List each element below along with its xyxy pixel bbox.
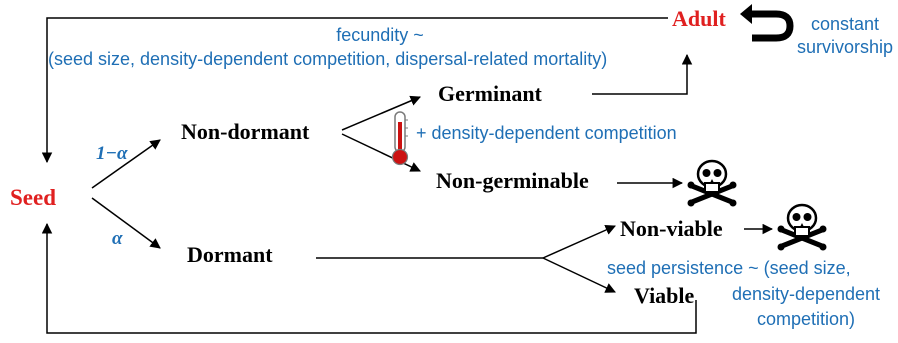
edge-split-to-nonviable <box>542 225 616 259</box>
edge-seed-to-dormant <box>91 197 161 249</box>
constant-label-line2: survivorship <box>796 37 894 57</box>
persistence-label-line1: seed persistence ~ (seed size, <box>607 258 851 278</box>
skull-crossbones-icon <box>687 159 737 207</box>
edge-germinant-to-adult <box>592 53 693 95</box>
edge-nondormant-to-germinant <box>341 95 421 131</box>
transition-label-alpha: α <box>112 228 123 249</box>
edge-viable-to-seed <box>41 222 697 334</box>
edge-split-to-viable <box>542 257 616 293</box>
node-non-viable: Non-viable <box>620 216 723 241</box>
node-non-germinable: Non-germinable <box>436 168 589 193</box>
transition-label-one-minus-alpha: 1−α <box>96 143 128 164</box>
edge-nondormant-to-nongerminable <box>341 133 421 172</box>
density-competition-label: + density-dependent competition <box>416 123 677 143</box>
node-non-dormant: Non-dormant <box>181 119 310 144</box>
thermometer-icon <box>391 111 409 166</box>
edge-seed-to-nondormant <box>91 139 161 189</box>
skull-crossbones-icon <box>777 203 827 251</box>
node-dormant: Dormant <box>187 242 273 267</box>
fecundity-label-line2: (seed size, density-dependent competitio… <box>48 49 608 69</box>
node-germinant: Germinant <box>438 81 542 106</box>
persistence-label-line3: competition) <box>756 309 856 329</box>
node-viable: Viable <box>634 283 695 308</box>
node-seed: Seed <box>10 185 56 210</box>
constant-label-line1: constant <box>810 14 880 34</box>
persistence-label-line2: density-dependent <box>731 284 881 304</box>
fecundity-label-line1: fecundity ~ <box>336 25 424 45</box>
survivorship-loop-icon <box>740 4 794 42</box>
edge-adult-to-seed <box>41 17 668 164</box>
node-adult: Adult <box>672 6 726 31</box>
